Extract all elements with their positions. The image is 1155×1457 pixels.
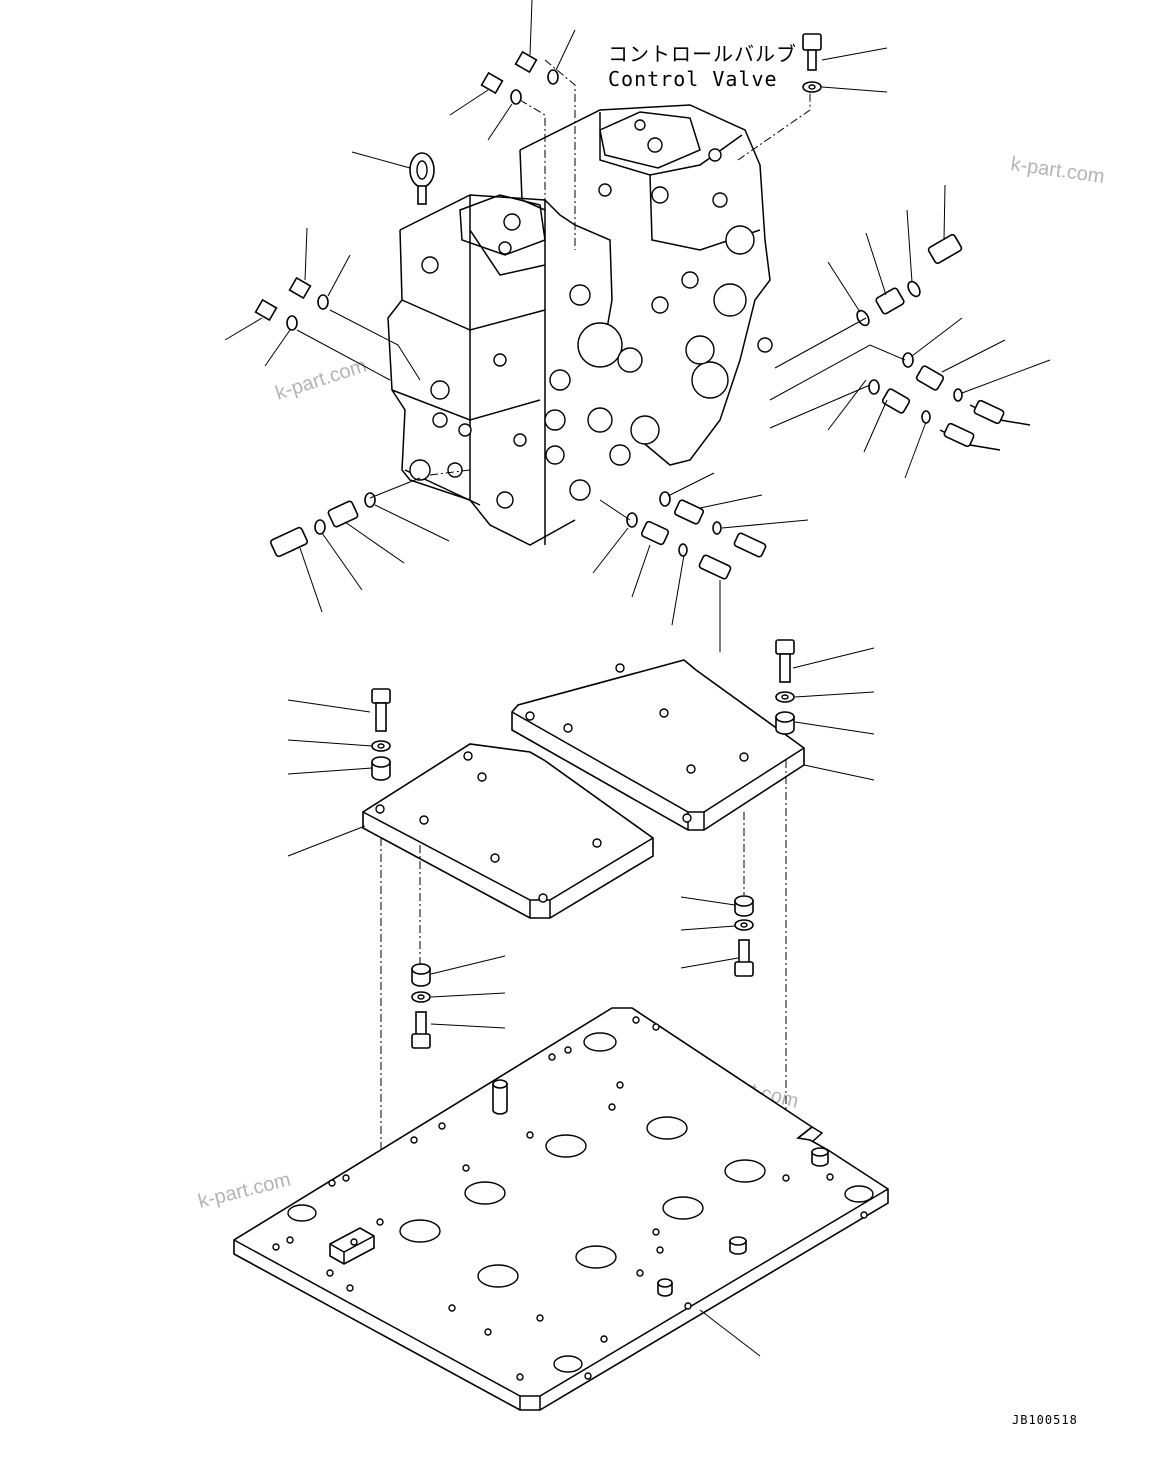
plugs-upper-left <box>254 50 559 331</box>
eye-bolt <box>409 152 435 205</box>
title-japanese: コントロールバルブ <box>608 42 797 66</box>
leader-lines-middle <box>287 647 875 1222</box>
plate-hardware <box>371 639 795 1049</box>
sensors-right <box>856 234 1031 451</box>
sensors-lower-center <box>626 491 767 580</box>
base-plate <box>233 1007 889 1411</box>
watermark-2: k-part.com <box>273 355 370 405</box>
mounting-plate-right <box>511 659 805 831</box>
title-english: Control Valve <box>608 67 778 91</box>
top-bolt <box>802 33 822 93</box>
drawing-code: JB100518 <box>1012 1413 1078 1427</box>
control-valve-assembly <box>387 59 811 546</box>
base-plate-leader <box>699 1309 761 1357</box>
watermark-1: k-part.com <box>1009 153 1106 188</box>
leader-lines-top <box>224 0 1051 652</box>
watermark-4: k-part.com <box>196 1169 293 1213</box>
sensors-lower-left <box>269 492 376 558</box>
mounting-plate-left <box>362 743 654 919</box>
